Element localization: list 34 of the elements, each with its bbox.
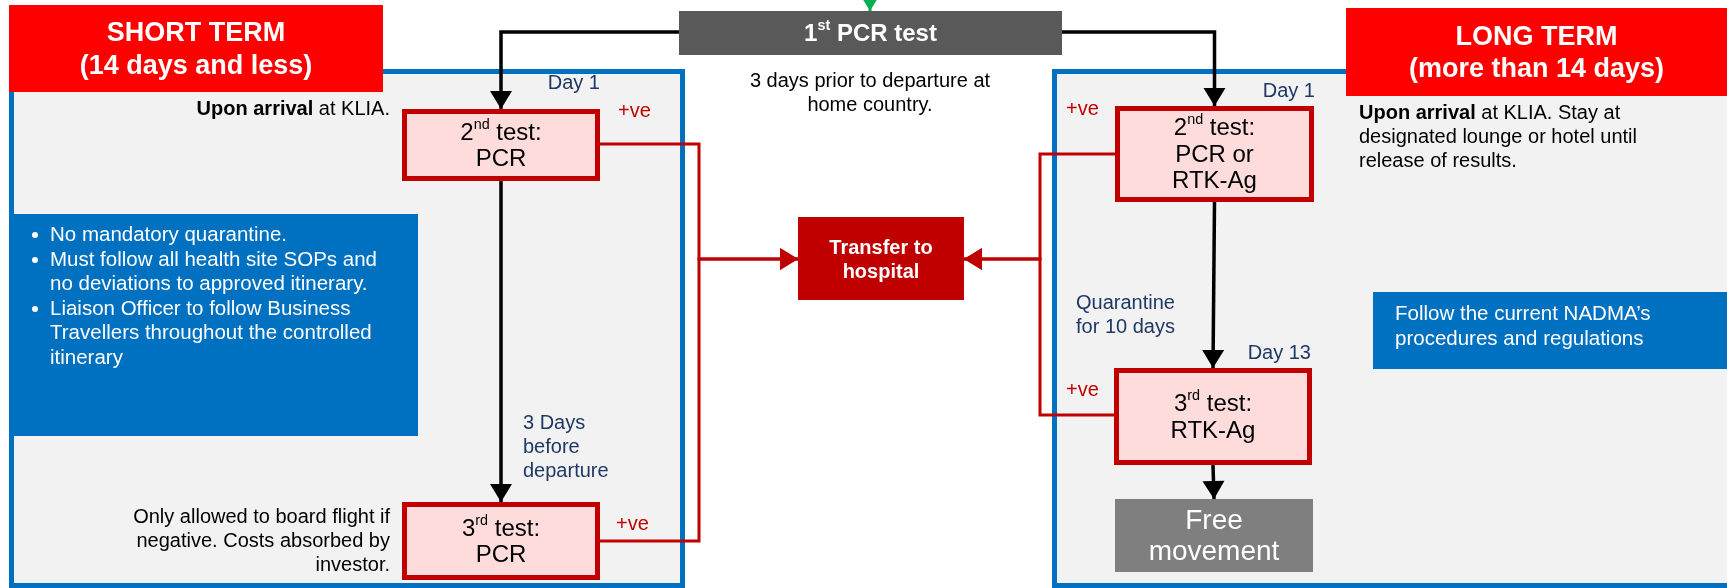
arrow — [1202, 202, 1225, 368]
day-label: Day 1 — [546, 70, 600, 94]
arrow — [1202, 464, 1225, 500]
timing-note: 3 days prior to departure at home country. — [748, 68, 992, 116]
process-bar: 1$^{st}$ PCR test — [679, 11, 1062, 55]
edge-label: +ve — [1066, 96, 1100, 120]
edge-label: +ve — [618, 98, 652, 122]
arrow — [600, 248, 798, 543]
bullet-text: Must follow all health site SOPs and no deviations to approved itinerary. — [50, 246, 378, 295]
edge-label: 3 Days before departure — [523, 410, 610, 482]
hospital-box: Transfer to hospital — [798, 217, 964, 300]
arrow — [490, 30, 679, 109]
edge-label: +ve — [616, 511, 650, 535]
term-header: LONG TERM (more than 14 days) — [1346, 8, 1727, 96]
arrival-note: Upon arrival at KLIA. — [195, 96, 390, 120]
note-box — [14, 214, 418, 436]
bullet-text: No mandatory quarantine. — [50, 222, 288, 245]
note-box: Follow the current NADMA’s procedures and regulations — [1373, 292, 1727, 369]
test-box: 3$^{rd}$ test: RTK-Ag — [1114, 368, 1312, 465]
day-label: Day 13 — [1246, 340, 1311, 364]
day-label: Day 1 — [1261, 78, 1315, 102]
term-header: SHORT TERM (14 days and less) — [9, 5, 383, 92]
condition-note: Only allowed to board flight if negative. Costs absorbed by investor. — [132, 504, 390, 576]
arrival-note: Upon arrival at KLIA. Stay at designated lounge or hotel until release of results. — [1359, 100, 1638, 172]
bullet-text: Liaison Officer to follow Business Travellers throughout the controlled itinerary — [50, 295, 372, 368]
test-box: 2$^{nd}$ test: PCR — [402, 109, 600, 181]
outcome-box: Free movement — [1115, 499, 1313, 572]
test-box: 2$^{nd}$ test: PCR or RTK-Ag — [1115, 106, 1314, 202]
arrow — [490, 181, 512, 502]
arrow — [964, 248, 1114, 417]
edge-label: Quarantine for 10 days — [1076, 290, 1176, 338]
arrow — [1062, 30, 1226, 106]
test-box: 3$^{rd}$ test: PCR — [402, 502, 600, 580]
edge-label: +ve — [1066, 377, 1100, 401]
